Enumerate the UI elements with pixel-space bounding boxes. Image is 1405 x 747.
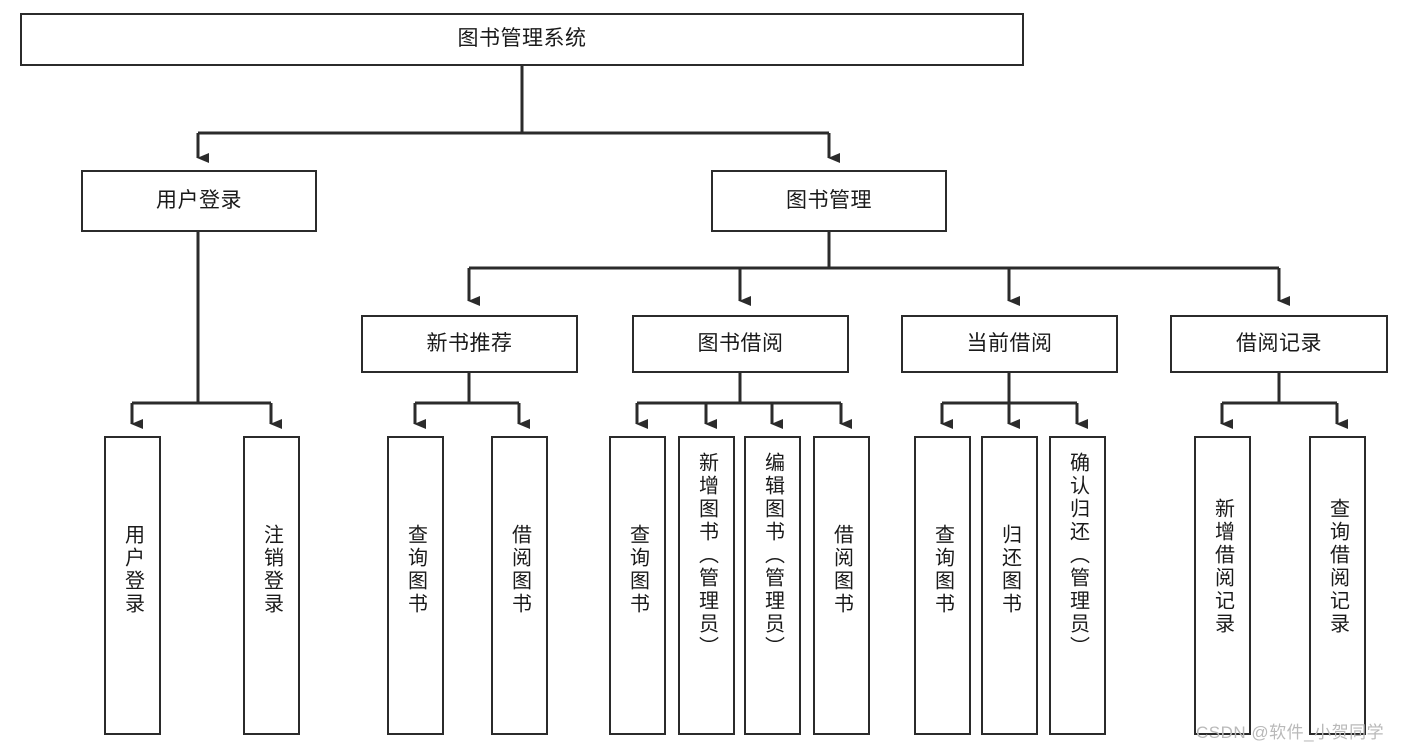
node-borrow-record[interactable]: 借阅记录 [1170, 315, 1388, 373]
node-label: 注销登录 [260, 524, 283, 616]
node-label: 新增图书（管理员） [695, 452, 718, 659]
csdn-watermark: CSDN @软件_小贺同学 [1196, 723, 1385, 742]
leaf-query-book-1[interactable]: 查询图书 [387, 436, 444, 735]
node-label: 用户登录 [156, 188, 242, 212]
leaf-user-logout[interactable]: 注销登录 [243, 436, 300, 735]
node-label: 借阅图书 [508, 524, 531, 616]
node-label: 查询图书 [931, 524, 954, 616]
leaf-return-book[interactable]: 归还图书 [981, 436, 1038, 735]
leaf-add-book[interactable]: 新增图书（管理员） [678, 436, 735, 735]
node-root-book-management-system[interactable]: 图书管理系统 [20, 13, 1024, 66]
node-label: 新书推荐 [426, 331, 513, 355]
node-user-login[interactable]: 用户登录 [81, 170, 317, 232]
leaf-user-login[interactable]: 用户登录 [104, 436, 161, 735]
node-label: 图书借阅 [697, 331, 784, 355]
node-label: 借阅记录 [1236, 331, 1322, 355]
node-new-book-recommend[interactable]: 新书推荐 [361, 315, 578, 373]
node-label: 查询借阅记录 [1326, 498, 1349, 636]
leaf-edit-book[interactable]: 编辑图书（管理员） [744, 436, 801, 735]
leaf-add-record[interactable]: 新增借阅记录 [1194, 436, 1251, 735]
node-label: 新增借阅记录 [1211, 498, 1234, 636]
leaf-borrow-book-1[interactable]: 借阅图书 [491, 436, 548, 735]
node-current-borrow[interactable]: 当前借阅 [901, 315, 1118, 373]
leaf-query-record[interactable]: 查询借阅记录 [1309, 436, 1366, 735]
node-label: 确认归还（管理员） [1066, 452, 1089, 659]
node-label: 借阅图书 [830, 524, 853, 616]
leaf-query-book-2[interactable]: 查询图书 [609, 436, 666, 735]
node-book-manage[interactable]: 图书管理 [711, 170, 947, 232]
node-label: 查询图书 [626, 524, 649, 616]
leaf-confirm-return[interactable]: 确认归还（管理员） [1049, 436, 1106, 735]
node-label: 查询图书 [404, 524, 427, 616]
node-label: 图书管理系统 [457, 27, 587, 51]
node-book-borrow[interactable]: 图书借阅 [632, 315, 849, 373]
node-label: 用户登录 [121, 524, 144, 616]
leaf-query-book-3[interactable]: 查询图书 [914, 436, 971, 735]
node-label: 当前借阅 [966, 331, 1053, 355]
node-label: 归还图书 [998, 524, 1021, 616]
node-label: 图书管理 [786, 188, 872, 212]
node-label: 编辑图书（管理员） [761, 452, 784, 659]
leaf-borrow-book-2[interactable]: 借阅图书 [813, 436, 870, 735]
